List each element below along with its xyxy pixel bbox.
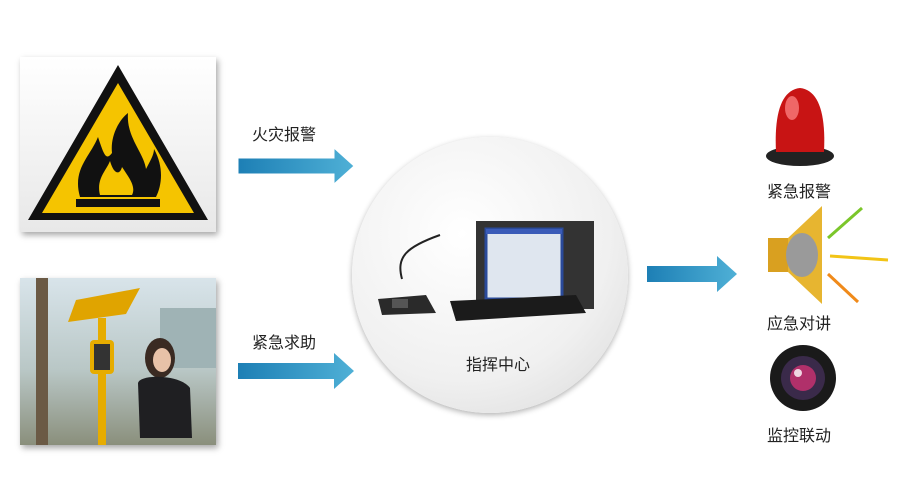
output-label: 紧急报警 xyxy=(767,182,832,201)
emergency-call-post-photo xyxy=(36,278,216,445)
fire-alarm-label: 火灾报警 xyxy=(252,125,317,144)
command-center-label: 指挥中心 xyxy=(466,355,531,374)
speaker-icon xyxy=(768,206,889,304)
arrow-right-icon xyxy=(237,146,355,186)
arrow-right-icon xyxy=(647,256,737,292)
emergency-help-photo xyxy=(20,278,216,445)
command-console-icon xyxy=(378,221,594,321)
output-label: 监控联动 xyxy=(767,426,832,445)
camera-icon xyxy=(770,345,836,411)
alarm-light-icon xyxy=(766,88,834,166)
arrow-right-icon xyxy=(238,353,354,389)
fire-alarm-card xyxy=(20,57,216,232)
command-center-circle: 指挥中心 xyxy=(352,137,628,413)
fire-warning-sign-icon xyxy=(28,65,208,220)
emergency-help-label: 紧急求助 xyxy=(252,333,317,352)
output-label: 应急对讲 xyxy=(767,314,832,333)
